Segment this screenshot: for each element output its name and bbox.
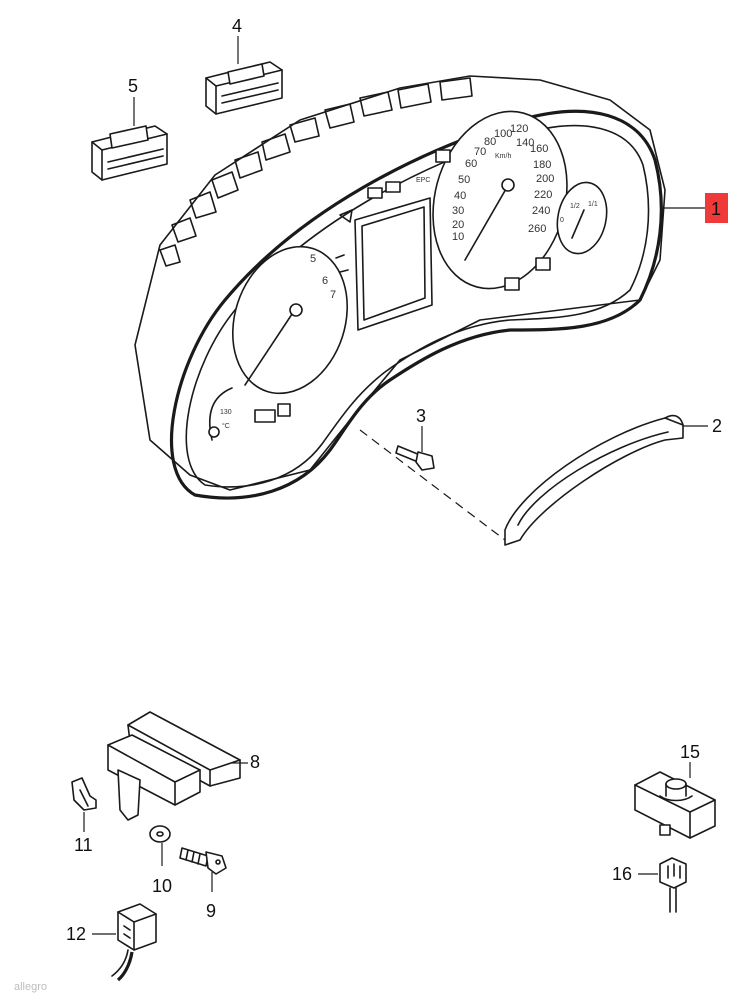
callout-11: 11 bbox=[74, 812, 93, 855]
temp-gauge: 130 °C bbox=[208, 387, 233, 441]
switch-15 bbox=[634, 771, 716, 839]
epc-label: EPC bbox=[416, 177, 430, 184]
warning-lamp-icon bbox=[367, 187, 383, 199]
callout-16-label: 16 bbox=[612, 864, 632, 884]
connector-5 bbox=[91, 125, 168, 181]
speed-220: 220 bbox=[534, 189, 552, 201]
callout-12: 12 bbox=[66, 924, 116, 944]
callout-15: 15 bbox=[680, 742, 700, 778]
callout-2: 2 bbox=[683, 416, 722, 436]
speed-40: 40 bbox=[454, 190, 466, 202]
speedometer: 10 20 30 40 50 60 70 80 100 120 140 160 … bbox=[432, 110, 568, 290]
fuel-empty: 0 bbox=[560, 217, 564, 224]
callout-9-label: 9 bbox=[206, 901, 216, 921]
speed-200: 200 bbox=[536, 173, 554, 185]
temp-unit: °C bbox=[222, 422, 230, 430]
assembly-line bbox=[359, 429, 506, 541]
tachometer: 5 6 7 bbox=[231, 245, 349, 395]
tacho-mark-5: 5 bbox=[310, 253, 316, 265]
callout-1-label: 1 bbox=[711, 199, 721, 219]
watermark: allegro bbox=[14, 981, 47, 993]
speed-120: 120 bbox=[510, 123, 528, 135]
speed-180: 180 bbox=[533, 159, 551, 171]
plug-16 bbox=[659, 857, 687, 913]
cluster-button-reset bbox=[535, 257, 551, 271]
speed-30: 30 bbox=[452, 205, 464, 217]
high-beam-lamp-icon bbox=[435, 149, 451, 163]
speed-20: 20 bbox=[452, 219, 464, 231]
speed-240: 240 bbox=[532, 205, 550, 217]
callout-5-label: 5 bbox=[128, 76, 138, 96]
center-display: EPC bbox=[339, 177, 433, 331]
cluster-button-trip bbox=[504, 277, 520, 291]
speed-80: 80 bbox=[484, 136, 496, 148]
callout-4-label: 4 bbox=[232, 16, 242, 36]
washer-10 bbox=[149, 825, 171, 843]
fuel-half: 1/2 bbox=[570, 203, 580, 210]
callout-8-label: 8 bbox=[250, 752, 260, 772]
callout-3: 3 bbox=[416, 406, 426, 452]
light-lamp-icon bbox=[385, 181, 401, 193]
fuel-gauge: 1/2 1/1 0 bbox=[556, 181, 608, 255]
clip-11 bbox=[71, 777, 97, 811]
speed-260: 260 bbox=[528, 223, 546, 235]
callout-10-label: 10 bbox=[152, 876, 172, 896]
callout-3-label: 3 bbox=[416, 406, 426, 426]
tacho-mark-6: 6 bbox=[322, 275, 328, 287]
switch-15-pin bbox=[659, 824, 671, 836]
callout-11-label: 11 bbox=[74, 835, 93, 855]
connector-12 bbox=[111, 903, 157, 982]
callout-1: 1 bbox=[660, 193, 728, 223]
speed-140: 140 bbox=[516, 137, 534, 149]
callout-4: 4 bbox=[232, 16, 242, 64]
callout-8: 8 bbox=[232, 752, 260, 772]
module-8 bbox=[107, 711, 241, 821]
callout-5: 5 bbox=[128, 76, 138, 126]
speed-10: 10 bbox=[452, 231, 464, 243]
warning-triangle-icon bbox=[339, 209, 353, 223]
speed-100: 100 bbox=[494, 128, 512, 140]
fuel-full: 1/1 bbox=[588, 201, 598, 208]
speed-70: 70 bbox=[474, 146, 486, 158]
speed-unit: Km/h bbox=[495, 153, 511, 160]
housing-ribs bbox=[159, 77, 473, 267]
connector-4 bbox=[205, 61, 283, 115]
callout-9: 9 bbox=[206, 872, 216, 921]
cluster-button-right bbox=[277, 403, 291, 417]
callout-12-label: 12 bbox=[66, 924, 86, 944]
callout-10: 10 bbox=[152, 843, 172, 896]
speed-50: 50 bbox=[458, 174, 470, 186]
bolt-9 bbox=[179, 847, 227, 875]
instrument-cluster: 5 6 7 EPC 10 20 30 40 50 60 70 8 bbox=[134, 75, 666, 500]
screw-3 bbox=[395, 445, 435, 471]
temp-130: 130 bbox=[220, 409, 232, 416]
callout-15-label: 15 bbox=[680, 742, 700, 762]
trim-strip bbox=[504, 414, 684, 546]
temp-knob-icon bbox=[208, 426, 220, 438]
callout-16: 16 bbox=[612, 864, 658, 884]
tacho-mark-7: 7 bbox=[330, 289, 336, 301]
speed-60: 60 bbox=[465, 158, 477, 170]
speed-160: 160 bbox=[530, 143, 548, 155]
callout-1-highlight bbox=[705, 193, 728, 223]
cluster-button-left bbox=[254, 409, 276, 423]
callout-2-label: 2 bbox=[712, 416, 722, 436]
